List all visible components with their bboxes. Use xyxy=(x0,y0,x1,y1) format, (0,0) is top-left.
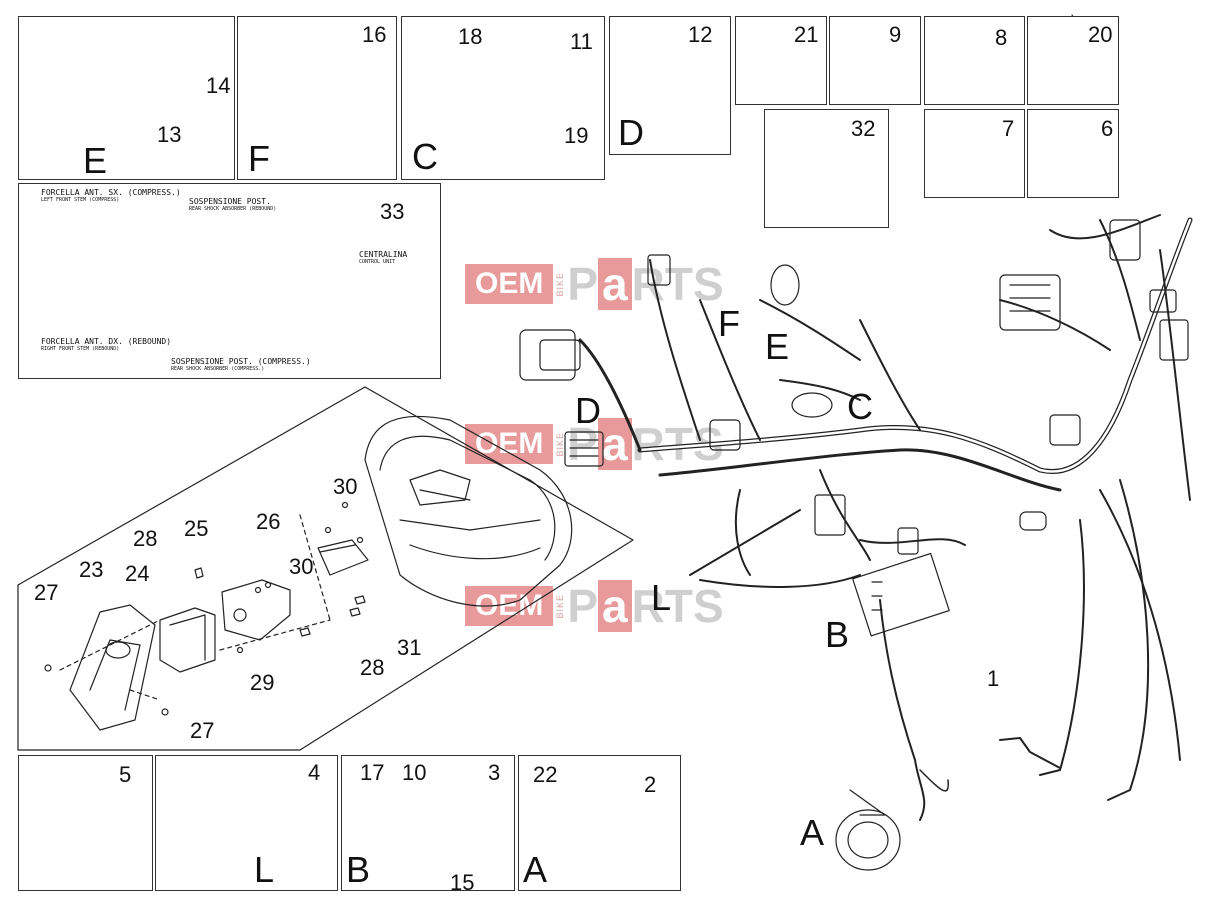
callout-12: 12 xyxy=(688,22,713,47)
callout-4: 4 xyxy=(308,760,321,785)
label-ecu-en: CONTROL UNIT xyxy=(359,259,396,265)
callout-9: 9 xyxy=(889,22,902,47)
callout-5: 5 xyxy=(119,762,132,787)
panel-9: 9 xyxy=(829,16,921,105)
panel-f: 16 F xyxy=(237,16,397,180)
watermark: OEM BIKE PaRTS xyxy=(465,418,724,470)
letter-l: L xyxy=(254,849,275,890)
callout-3: 3 xyxy=(488,760,501,785)
letter-f: F xyxy=(248,138,270,179)
callout-28-left: 28 xyxy=(133,526,158,551)
label-rear-rebound-it: SOSPENSIONE POST. xyxy=(189,197,271,206)
callout-10: 10 xyxy=(402,760,427,785)
callout-11: 11 xyxy=(570,29,593,54)
panel-4: 4 L xyxy=(155,755,338,891)
callout-30-top: 30 xyxy=(333,474,358,499)
harness-letter-f: F xyxy=(718,303,740,344)
letter-a: A xyxy=(523,849,548,890)
letter-b: B xyxy=(346,849,371,890)
label-rear-compress-en: REAR SHOCK ABSORBER (COMPRESS.) xyxy=(171,366,265,372)
callout-1: 1 xyxy=(987,666,1000,691)
panel-33: 33 FORCELLA ANT. SX. (COMPRESS.) LEFT FR… xyxy=(18,183,441,379)
callout-27-top: 27 xyxy=(34,580,59,605)
panel-2: 22 2 A xyxy=(518,755,681,891)
callout-26: 26 xyxy=(256,509,281,534)
label-front-left-en: LEFT FRONT STEM (COMPRESS) xyxy=(41,197,120,203)
callout-15: 15 xyxy=(450,870,475,895)
panel-7: 7 xyxy=(924,109,1025,198)
callout-14: 14 xyxy=(206,73,231,98)
panel-32: 32 xyxy=(764,109,889,228)
label-front-right-it: FORCELLA ANT. DX. (REBOUND) xyxy=(41,337,172,346)
callout-24: 24 xyxy=(125,561,150,586)
callout-17: 17 xyxy=(360,760,385,785)
harness-letter-a: A xyxy=(800,812,825,853)
label-front-right-en: RIGHT FRONT STEM (REBOUND) xyxy=(41,346,120,352)
callout-22: 22 xyxy=(533,762,558,787)
harness-letter-l: L xyxy=(651,577,672,618)
headlight-panel-outline xyxy=(17,386,634,751)
harness-letter-d: D xyxy=(575,390,601,431)
letter-d: D xyxy=(618,112,644,153)
callout-20: 20 xyxy=(1088,22,1113,47)
label-front-left-it: FORCELLA ANT. SX. (COMPRESS.) xyxy=(41,188,181,197)
callout-8: 8 xyxy=(995,25,1008,50)
callout-27-bottom: 27 xyxy=(190,718,215,743)
callout-31: 31 xyxy=(397,635,422,660)
watermark: OEM BIKE PaRTS xyxy=(465,258,724,310)
callout-23: 23 xyxy=(79,557,104,582)
callout-18: 18 xyxy=(458,24,483,49)
callout-19: 19 xyxy=(564,123,589,148)
panel-d: 12 D xyxy=(609,16,731,155)
headlight-assembly xyxy=(364,415,573,607)
harness-letter-b: B xyxy=(825,614,850,655)
callout-7: 7 xyxy=(1002,116,1015,141)
letter-c: C xyxy=(412,136,438,177)
harness-connectors xyxy=(519,219,1189,637)
callout-6: 6 xyxy=(1101,116,1114,141)
callout-32: 32 xyxy=(851,116,876,141)
callout-29: 29 xyxy=(250,670,275,695)
letter-e: E xyxy=(83,140,108,181)
panel-21: 21 xyxy=(735,16,827,105)
label-rear-rebound-en: REAR SHOCK ABSORBER (REBOUND) xyxy=(189,206,277,212)
panel-e: 14 13 E xyxy=(18,16,235,180)
horn-on-harness xyxy=(835,789,901,871)
main-wiring-harness xyxy=(578,214,1193,821)
label-ecu-it: CENTRALINA xyxy=(359,250,408,259)
callout-25: 25 xyxy=(184,516,209,541)
panel-6: 6 xyxy=(1027,109,1119,198)
callout-21: 21 xyxy=(794,22,819,47)
panel-8: 8 xyxy=(924,16,1025,105)
callout-28-right: 28 xyxy=(360,655,385,680)
panel-20: 20 xyxy=(1027,16,1119,105)
callout-30-mid: 30 xyxy=(289,554,314,579)
panel-c: 18 11 19 C xyxy=(401,16,605,180)
harness-letter-e: E xyxy=(765,326,790,367)
callout-13: 13 xyxy=(157,122,182,147)
harness-letter-c: C xyxy=(847,386,873,427)
panel-3: 17 10 3 15 B xyxy=(341,755,515,895)
headlight-bracket-parts xyxy=(44,501,369,731)
callout-33: 33 xyxy=(380,199,405,224)
callout-16: 16 xyxy=(362,22,387,47)
panel-5: 5 xyxy=(18,755,153,891)
callout-2: 2 xyxy=(644,772,657,797)
label-rear-compress-it: SOSPENSIONE POST. (COMPRESS.) xyxy=(171,357,311,366)
